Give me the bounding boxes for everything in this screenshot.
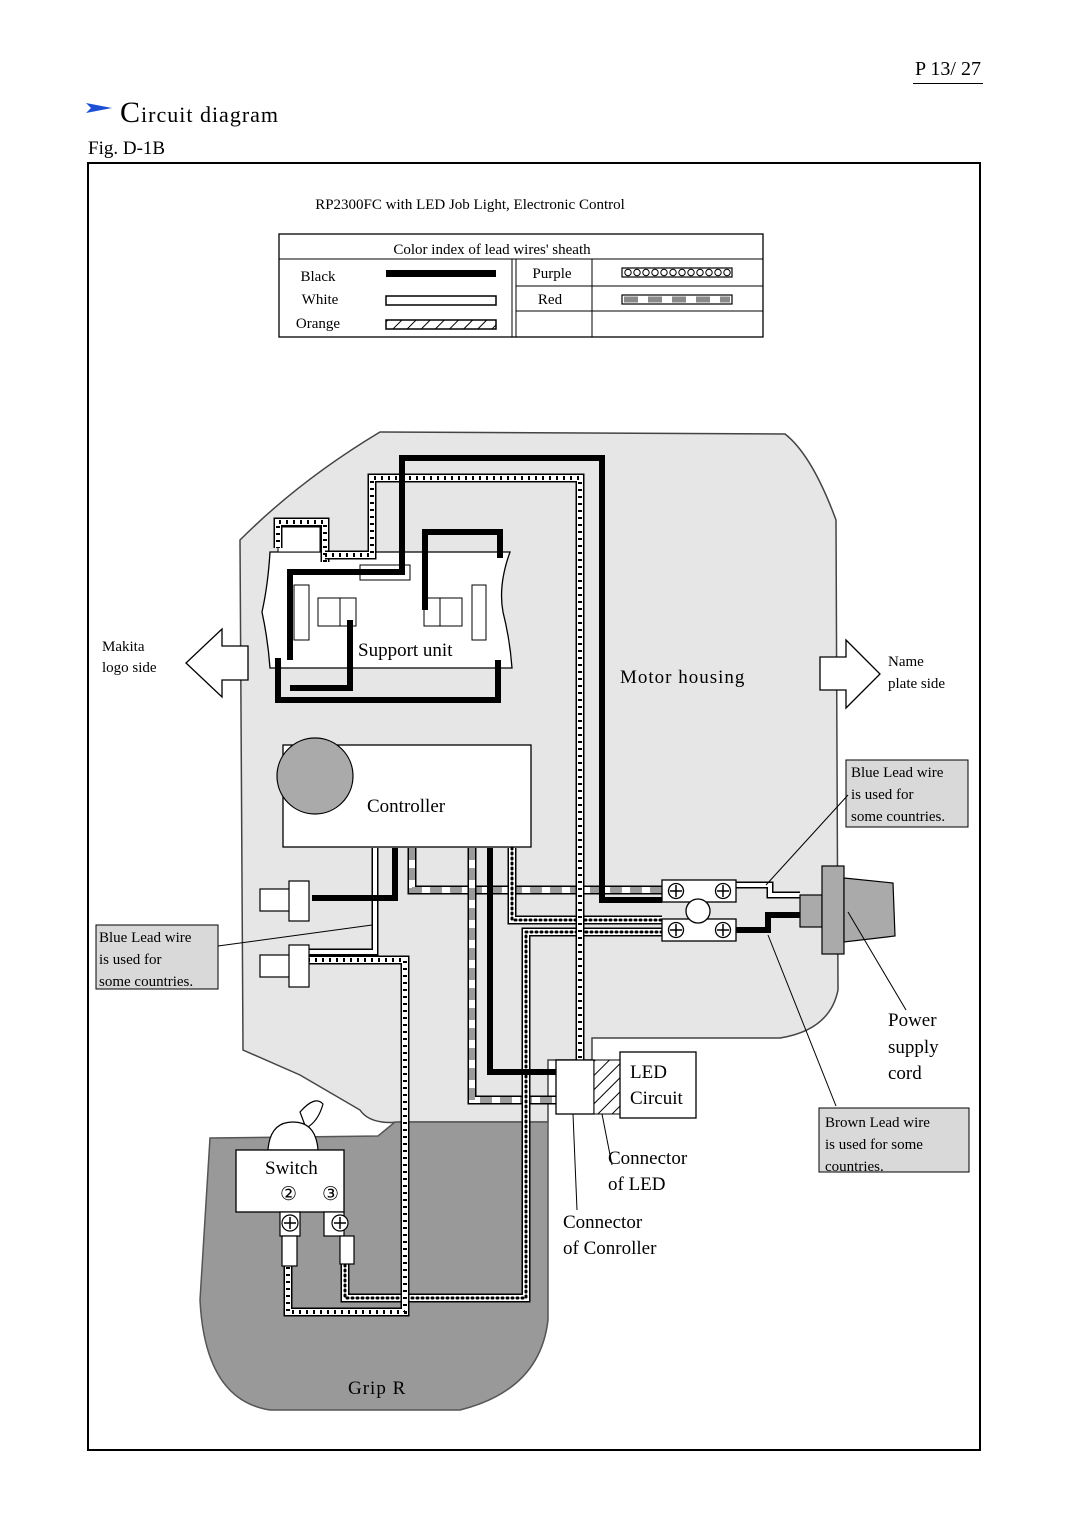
title-rest: ircuit diagram xyxy=(141,102,280,127)
led-circuit-line1: LED xyxy=(630,1062,667,1083)
legend-purple-label: Purple xyxy=(532,266,572,282)
page-number: P 13/ 27 xyxy=(913,58,983,84)
controller-label: Controller xyxy=(367,796,446,817)
name-side-line2: plate side xyxy=(888,676,945,692)
led-connector xyxy=(555,1059,621,1115)
power-cord-plug xyxy=(799,865,896,955)
blue-note-left-line3: some countries. xyxy=(99,974,193,990)
controller-capacitor xyxy=(276,737,354,815)
connector-controller-line1: Connector xyxy=(563,1212,643,1233)
name-plate-side-arrow-icon xyxy=(819,638,881,710)
blue-note-left-line2: is used for xyxy=(99,952,162,968)
brown-note: Brown Lead wire is used for some countri… xyxy=(818,1107,970,1175)
section-title: Circuit diagram xyxy=(120,96,279,130)
leader-lines xyxy=(217,794,907,1211)
legend-white-label: White xyxy=(302,292,339,308)
blue-note-right: Blue Lead wire is used for some countrie… xyxy=(845,759,969,828)
brown-note-line1: Brown Lead wire xyxy=(825,1115,930,1131)
switch xyxy=(235,1100,355,1267)
legend-red-swatch xyxy=(621,294,733,305)
connector-led-line2: of LED xyxy=(608,1174,666,1195)
connector-led-line1: Connector xyxy=(608,1148,688,1169)
switch-terminal-2: ② xyxy=(280,1184,297,1205)
blue-note-right-line2: is used for xyxy=(851,787,914,803)
power-cord-line1: Power xyxy=(888,1010,937,1031)
figure-label: Fig. D-1B xyxy=(88,138,166,159)
name-side-line1: Name xyxy=(888,654,924,670)
blue-note-right-line3: some countries. xyxy=(851,809,945,825)
noise-suppressor xyxy=(685,898,711,924)
power-cord-line3: cord xyxy=(888,1063,922,1084)
blue-note-left-line1: Blue Lead wire xyxy=(99,930,192,946)
blue-note-right-line1: Blue Lead wire xyxy=(851,765,944,781)
grip-label: Grip R xyxy=(348,1378,406,1399)
wire-color-legend: Color index of lead wires' sheath Black … xyxy=(278,233,764,338)
connector-controller-line2: of Conroller xyxy=(563,1238,657,1259)
legend-white-swatch xyxy=(385,295,497,306)
support-unit-label: Support unit xyxy=(358,640,453,661)
white-wires xyxy=(308,848,800,956)
brown-note-line3: countries. xyxy=(825,1159,884,1175)
pointer-arrow-icon xyxy=(86,103,112,113)
legend-purple-swatch xyxy=(621,267,733,278)
motor-housing-label: Motor housing xyxy=(620,667,745,688)
controller-terminal-top xyxy=(259,880,310,922)
purple-wires xyxy=(340,846,664,1303)
makita-side-line2: logo side xyxy=(102,660,157,676)
legend-black-swatch xyxy=(386,270,496,277)
title-initial: C xyxy=(120,96,142,129)
switch-terminal-3: ③ xyxy=(322,1184,339,1205)
makita-side-arrow-icon xyxy=(185,627,249,699)
power-cord-line2: supply xyxy=(888,1037,939,1058)
diagram-subtitle: RP2300FC with LED Job Light, Electronic … xyxy=(315,197,625,213)
support-unit xyxy=(261,526,513,669)
terminal-block-lower xyxy=(661,918,737,942)
switch-label: Switch xyxy=(265,1158,318,1179)
brown-note-line2: is used for some xyxy=(825,1137,923,1153)
makita-side-line1: Makita xyxy=(102,639,145,655)
led-circuit-box xyxy=(619,1051,697,1119)
black-wires xyxy=(275,455,800,1075)
diagram-frame xyxy=(87,162,981,1451)
legend-orange-label: Orange xyxy=(296,316,340,332)
legend-black-label: Black xyxy=(301,269,336,285)
blue-note-left: Blue Lead wire is used for some countrie… xyxy=(95,924,219,990)
legend-red-label: Red xyxy=(538,292,563,308)
led-circuit-line2: Circuit xyxy=(630,1088,683,1109)
controller-terminal-bottom xyxy=(259,944,310,988)
legend-orange-swatch xyxy=(385,319,497,330)
legend-heading: Color index of lead wires' sheath xyxy=(393,242,591,258)
